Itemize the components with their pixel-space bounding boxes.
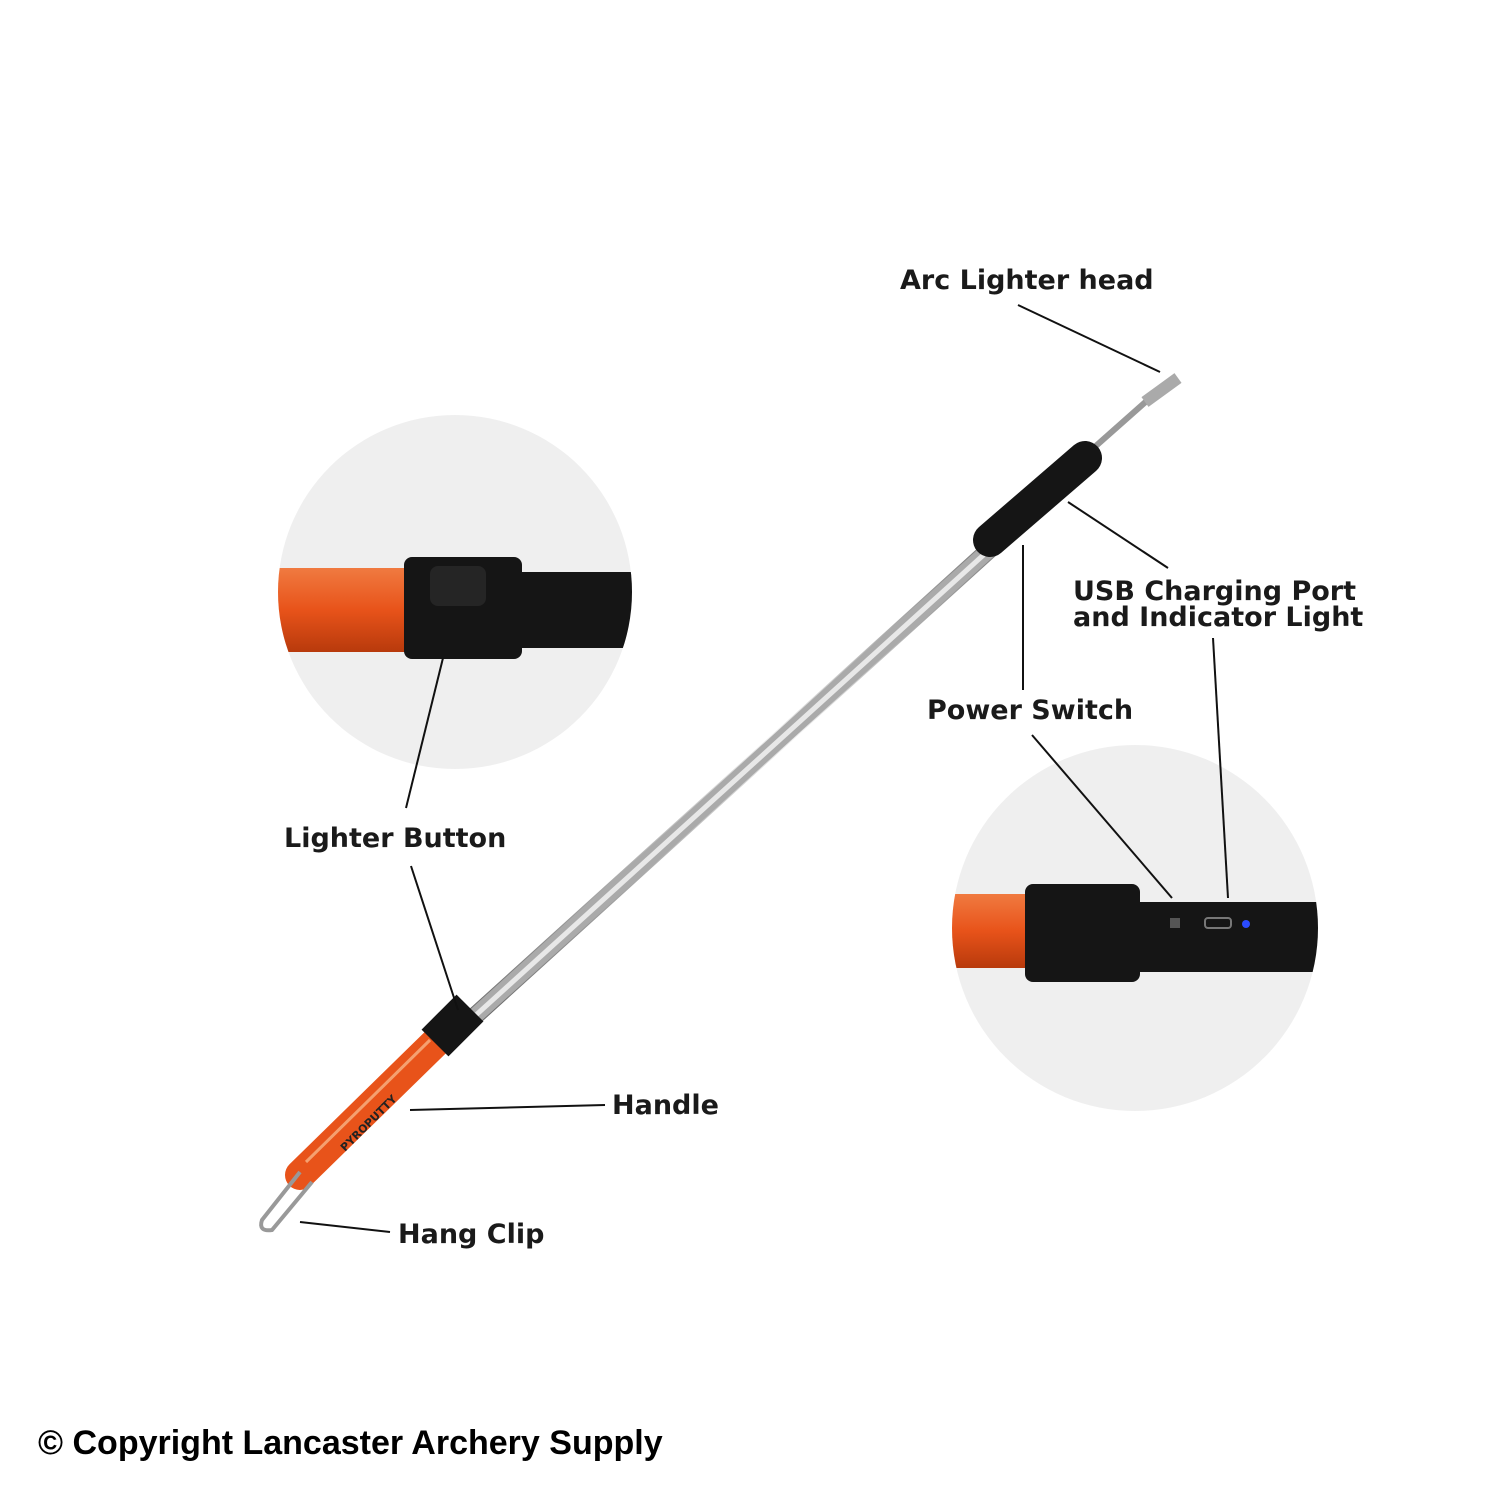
label-arc-lighter-head: Arc Lighter head <box>900 265 1154 296</box>
lighter-button-detail <box>278 415 632 769</box>
hang-clip-icon <box>259 1170 314 1233</box>
label-hang-clip: Hang Clip <box>398 1219 545 1250</box>
leader-lines <box>299 304 1229 1233</box>
label-handle: Handle <box>612 1090 719 1121</box>
power-switch-icon <box>1170 918 1180 928</box>
arc-lighter-stick: PYROPUTTY <box>259 373 1182 1233</box>
indicator-light-icon <box>1242 920 1250 928</box>
label-lighter-button: Lighter Button <box>284 823 507 854</box>
usb-port-icon <box>1204 917 1232 929</box>
label-usb-line1: USB Charging Port <box>1073 576 1357 607</box>
power-usb-detail <box>952 745 1318 1111</box>
label-power-switch: Power Switch <box>927 695 1134 726</box>
copyright-notice: © Copyright Lancaster Archery Supply <box>38 1424 663 1462</box>
arc-head-icon <box>1141 373 1182 407</box>
lighter-button-icon <box>430 566 486 606</box>
label-usb-line2: and Indicator Light <box>1073 602 1364 633</box>
